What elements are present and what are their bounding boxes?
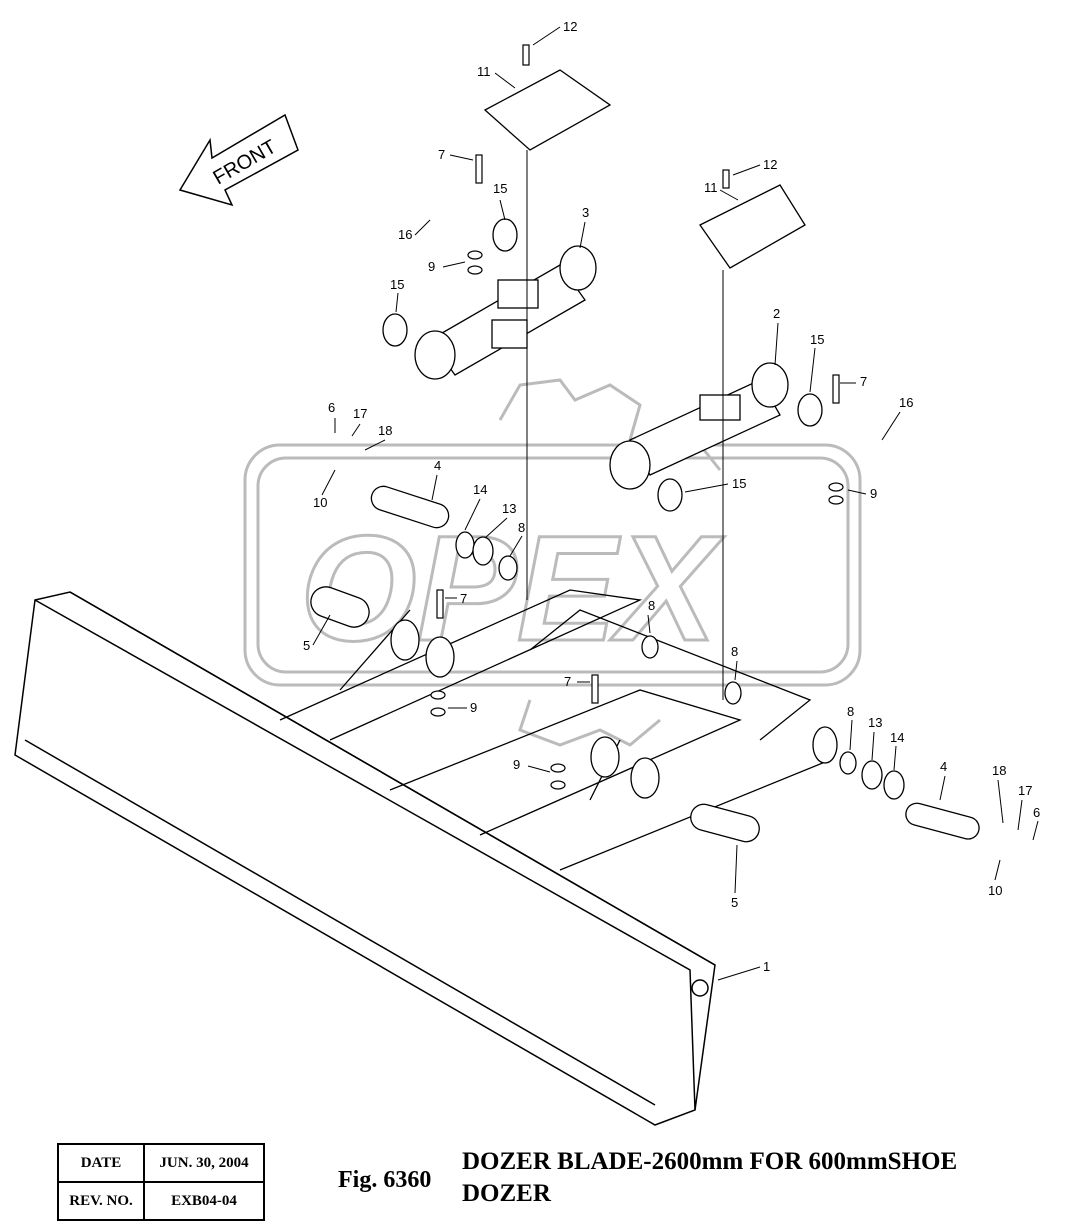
dozer-blade xyxy=(14,591,716,1126)
callout: 17 xyxy=(353,406,367,421)
callout: 8 xyxy=(648,598,655,613)
date-value: JUN. 30, 2004 xyxy=(143,1143,265,1183)
callout: 4 xyxy=(434,458,441,473)
callout: 12 xyxy=(763,157,777,172)
callout: 3 xyxy=(582,205,589,220)
callout: 10 xyxy=(313,495,327,510)
front-arrow-icon xyxy=(178,113,299,207)
callout: 14 xyxy=(890,730,904,745)
callout: 15 xyxy=(810,332,824,347)
callout: 10 xyxy=(988,883,1002,898)
callout: 6 xyxy=(1033,805,1040,820)
callout: 2 xyxy=(773,306,780,321)
callout: 7 xyxy=(460,591,467,606)
callout: 15 xyxy=(732,476,746,491)
callout: 5 xyxy=(731,895,738,910)
pins-and-bushings xyxy=(310,485,980,843)
figure-title-line2: DOZER xyxy=(462,1180,551,1207)
rev-value: EXB04-04 xyxy=(143,1181,265,1221)
callout: 15 xyxy=(390,277,404,292)
callout: 17 xyxy=(1018,783,1032,798)
watermark-text: OPEX xyxy=(300,504,725,672)
hydraulic-cylinders xyxy=(414,245,789,490)
callout: 7 xyxy=(564,674,571,689)
callout: 4 xyxy=(940,759,947,774)
callout: 9 xyxy=(470,700,477,715)
leader-lines xyxy=(312,26,1039,981)
callout: 9 xyxy=(870,486,877,501)
callout: 8 xyxy=(731,644,738,659)
covers xyxy=(483,69,806,269)
callout: 14 xyxy=(473,482,487,497)
callout: 7 xyxy=(860,374,867,389)
callout: 18 xyxy=(992,763,1006,778)
watermark-logo xyxy=(243,378,862,747)
callout: 16 xyxy=(398,227,412,242)
callout: 18 xyxy=(378,423,392,438)
figure-number: Fig. 6360 xyxy=(338,1167,432,1193)
callout: 13 xyxy=(502,501,516,516)
figure-title: DOZER BLADE-2600mm FOR 600mmSHOE DOZER xyxy=(462,1146,1062,1210)
callout-labels: 12 11 7 15 16 3 9 15 12 11 2 15 7 16 6 1… xyxy=(303,19,1040,974)
callout: 1 xyxy=(763,959,770,974)
callout: 11 xyxy=(704,180,718,195)
callout: 7 xyxy=(438,147,445,162)
callout: 9 xyxy=(513,757,520,772)
callout: 8 xyxy=(518,520,525,535)
callout: 15 xyxy=(493,181,507,196)
exploded-parts-diagram: OPEX FRONT xyxy=(14,19,1040,1126)
callout: 9 xyxy=(428,259,435,274)
callout: 5 xyxy=(303,638,310,653)
rev-label: REV. NO. xyxy=(57,1181,145,1221)
date-label: DATE xyxy=(57,1143,145,1183)
figure-title-line1: DOZER BLADE-2600mm FOR 600mmSHOE xyxy=(462,1148,958,1175)
callout: 6 xyxy=(328,400,335,415)
callout: 12 xyxy=(563,19,577,34)
callout: 8 xyxy=(847,704,854,719)
bolts-and-nuts xyxy=(430,44,844,790)
callout: 16 xyxy=(899,395,913,410)
title-block: DATE JUN. 30, 2004 REV. NO. EXB04-04 xyxy=(57,1143,265,1221)
callout: 13 xyxy=(868,715,882,730)
washers xyxy=(382,218,905,800)
callout: 11 xyxy=(477,64,491,79)
